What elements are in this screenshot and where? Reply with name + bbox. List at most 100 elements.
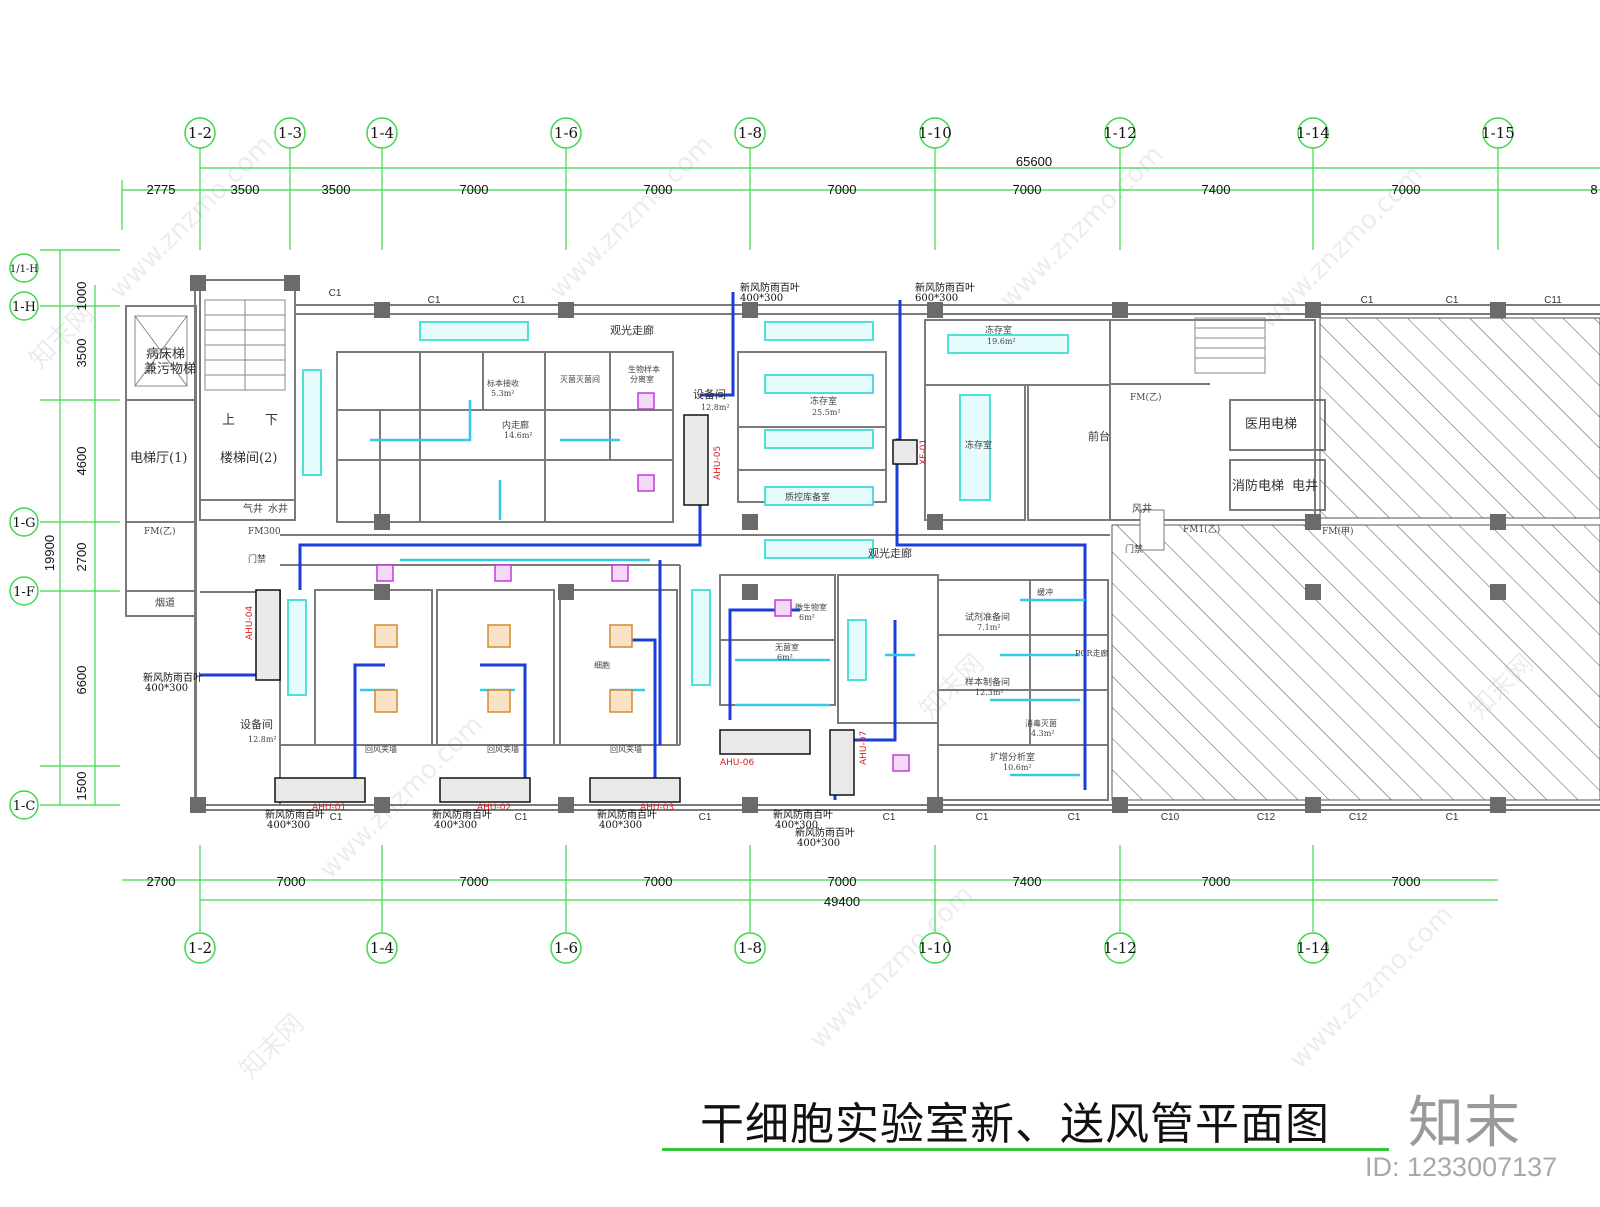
grid-label: 1-4 (370, 124, 394, 142)
room-label: 设备间 (693, 387, 726, 401)
room-label: 气井 (243, 502, 263, 515)
room-label: 分离室 (630, 374, 654, 384)
room-label: 回风夹墙 (610, 744, 642, 754)
ahu-label: AHU-06 (720, 758, 754, 768)
grid-label: 1-12 (1103, 939, 1137, 957)
room-label: 冻存室 (810, 395, 837, 407)
dim-text: 2700 (74, 543, 89, 572)
room-label: 消防电梯 (1232, 478, 1284, 494)
dim-text: 7000 (1013, 182, 1042, 197)
dims-bottom: 2700 7000 7000 7000 7000 7400 7000 7000 … (147, 874, 1421, 909)
drawing-title: 干细胞实验室新、送风管平面图 (700, 1099, 1330, 1150)
room-label: 5.3m² (491, 389, 515, 398)
grid-label: 1-10 (918, 939, 952, 957)
filter-units (374, 624, 633, 713)
louver-label: 新风防雨百叶 (432, 808, 492, 821)
dim-text: 7400 (1013, 874, 1042, 889)
room-label: 门禁 (248, 553, 266, 565)
grid-label: 1-14 (1296, 124, 1330, 142)
louver-size: 400*300 (267, 820, 310, 831)
dim-text: 8 (1590, 182, 1597, 197)
room-label: 试剂准备间 (965, 611, 1010, 623)
room-label: 冻存室 (965, 439, 992, 451)
room-label: 下 (265, 413, 278, 428)
grid-label: 1-10 (918, 124, 952, 142)
dim-text: 2700 (147, 874, 176, 889)
grid-label: 1-6 (554, 124, 578, 142)
column-label: C1 (1361, 295, 1374, 306)
louver-size: 600*300 (915, 293, 958, 304)
air-outlets (287, 321, 1069, 696)
dim-text: 1500 (74, 772, 89, 801)
grid-label: 1-14 (1296, 939, 1330, 957)
ahu-label: AHU-05 (713, 446, 723, 480)
room-label: 4.3m² (1031, 729, 1055, 738)
grid-label: 1/1-H (10, 264, 38, 275)
column-label: C1 (1446, 295, 1459, 306)
ahu-labels: AHU-01 AHU-02 AHU-03 AHU-04 AHU-05 AHU-0… (245, 439, 929, 813)
room-label: FM(甲) (1322, 526, 1353, 537)
grid-label: 1-G (12, 516, 35, 531)
room-label: 回风夹墙 (487, 744, 519, 754)
dim-text: 7000 (460, 182, 489, 197)
room-label: 12.8m² (248, 735, 277, 744)
room-label: 缓冲 (1037, 587, 1053, 597)
stair-symbols (134, 299, 1266, 391)
room-label: 生物样本 (628, 364, 660, 374)
grid-label: 1-15 (1481, 124, 1515, 142)
dim-text: 7000 (460, 874, 489, 889)
room-label: 无菌室 (775, 642, 799, 652)
column-label: C1 (330, 812, 343, 823)
grid-label: 1-3 (278, 124, 302, 142)
ahu-units (255, 414, 918, 803)
room-label: FM(乙) (1130, 392, 1161, 403)
ahu-label: AHU-04 (245, 606, 255, 640)
dim-text: 7000 (828, 182, 857, 197)
grid-label: 1-F (13, 585, 35, 600)
room-label: 质控库备室 (785, 491, 830, 503)
room-label: FM300 (248, 527, 281, 537)
grid-label: 1-2 (188, 124, 212, 142)
column-label: C1 (1446, 812, 1459, 823)
louver-label: 新风防雨百叶 (143, 671, 203, 684)
grid-labels-top: 1-2 1-3 1-4 1-6 1-8 1-10 1-12 1-14 1-15 (188, 124, 1515, 142)
room-label: 标本接收 (487, 378, 519, 388)
louver-label: 新风防雨百叶 (597, 808, 657, 821)
room-label: FM1(乙) (1183, 524, 1220, 535)
ahu-label: AHU-03 (640, 803, 674, 813)
column-label: C1 (976, 812, 989, 823)
column-label: C1 (513, 295, 526, 306)
ahu-label: AHU-02 (477, 803, 511, 813)
room-label: PCR走廊 (1075, 648, 1109, 658)
room-label: 电井 (1292, 479, 1318, 494)
room-label: FM(乙) (144, 526, 175, 537)
dim-text: 4600 (74, 447, 89, 476)
louver-size: 400*300 (145, 683, 188, 694)
room-label: 细胞 (594, 660, 610, 670)
hepa-units (376, 392, 910, 772)
louver-size: 400*300 (775, 820, 818, 831)
room-label: 12.8m² (701, 403, 730, 412)
grid-label: 1-H (12, 300, 36, 315)
grid-label: 1-12 (1103, 124, 1137, 142)
dims-top: 65600 2775 3500 3500 7000 7000 7000 7000… (147, 154, 1598, 197)
room-label: 楼梯间(2) (220, 451, 277, 466)
title-underline (662, 1148, 1389, 1151)
room-label: 上 (222, 413, 235, 428)
grid-label: 1-4 (370, 939, 394, 957)
dim-total-bottom: 49400 (824, 894, 860, 909)
dim-text: 7000 (277, 874, 306, 889)
column-label: C12 (1257, 812, 1276, 823)
dim-text: 7000 (644, 874, 673, 889)
dim-text: 7400 (1202, 182, 1231, 197)
grid-lines (40, 145, 1600, 932)
column-label: C10 (1161, 812, 1180, 823)
room-label: 14.6m² (504, 431, 533, 440)
dims-left: 1000 3500 4600 2700 6600 1500 19900 (42, 282, 89, 801)
louver-labels: 新风防雨百叶 400*300 新风防雨百叶 600*300 新风防雨百叶 400… (143, 281, 975, 849)
column-label: C1 (428, 295, 441, 306)
grid-bubbles-top (184, 117, 1514, 149)
dim-text: 2775 (147, 182, 176, 197)
louver-size: 400*300 (740, 293, 783, 304)
room-label: 19.6m² (987, 337, 1016, 346)
